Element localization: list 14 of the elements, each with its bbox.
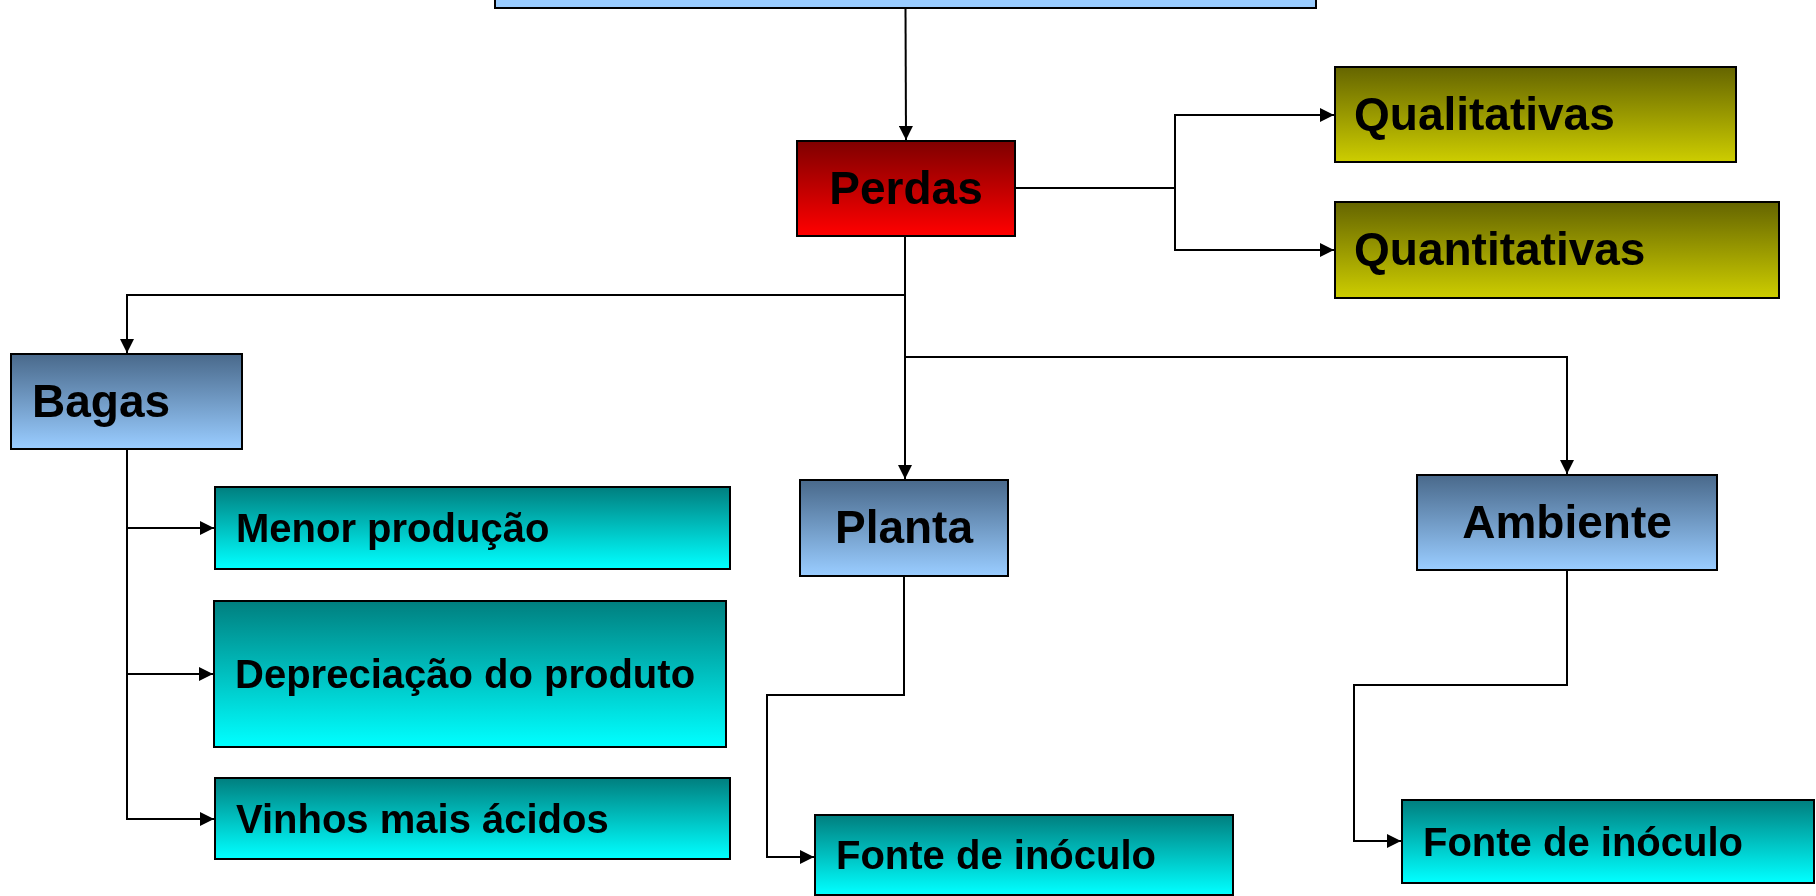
category-box: Bagas <box>10 353 243 450</box>
category-box: Qualitativas <box>1334 66 1737 163</box>
arrow <box>766 576 905 864</box>
effect-box: Fonte de inóculo <box>1401 799 1815 884</box>
effect-box: Depreciação do produto <box>213 600 727 748</box>
category-box: Quantitativas <box>1334 201 1780 299</box>
category-box: Ambiente <box>1416 474 1718 571</box>
category-box: Planta <box>799 479 1009 577</box>
arrow <box>1353 570 1568 848</box>
effect-box: Menor produção <box>214 486 731 570</box>
process-box: Perdas <box>796 140 1016 237</box>
effect-box: Fonte de inóculo <box>814 814 1234 896</box>
arrow <box>898 8 913 141</box>
effect-box: Vinhos mais ácidos <box>214 777 731 860</box>
